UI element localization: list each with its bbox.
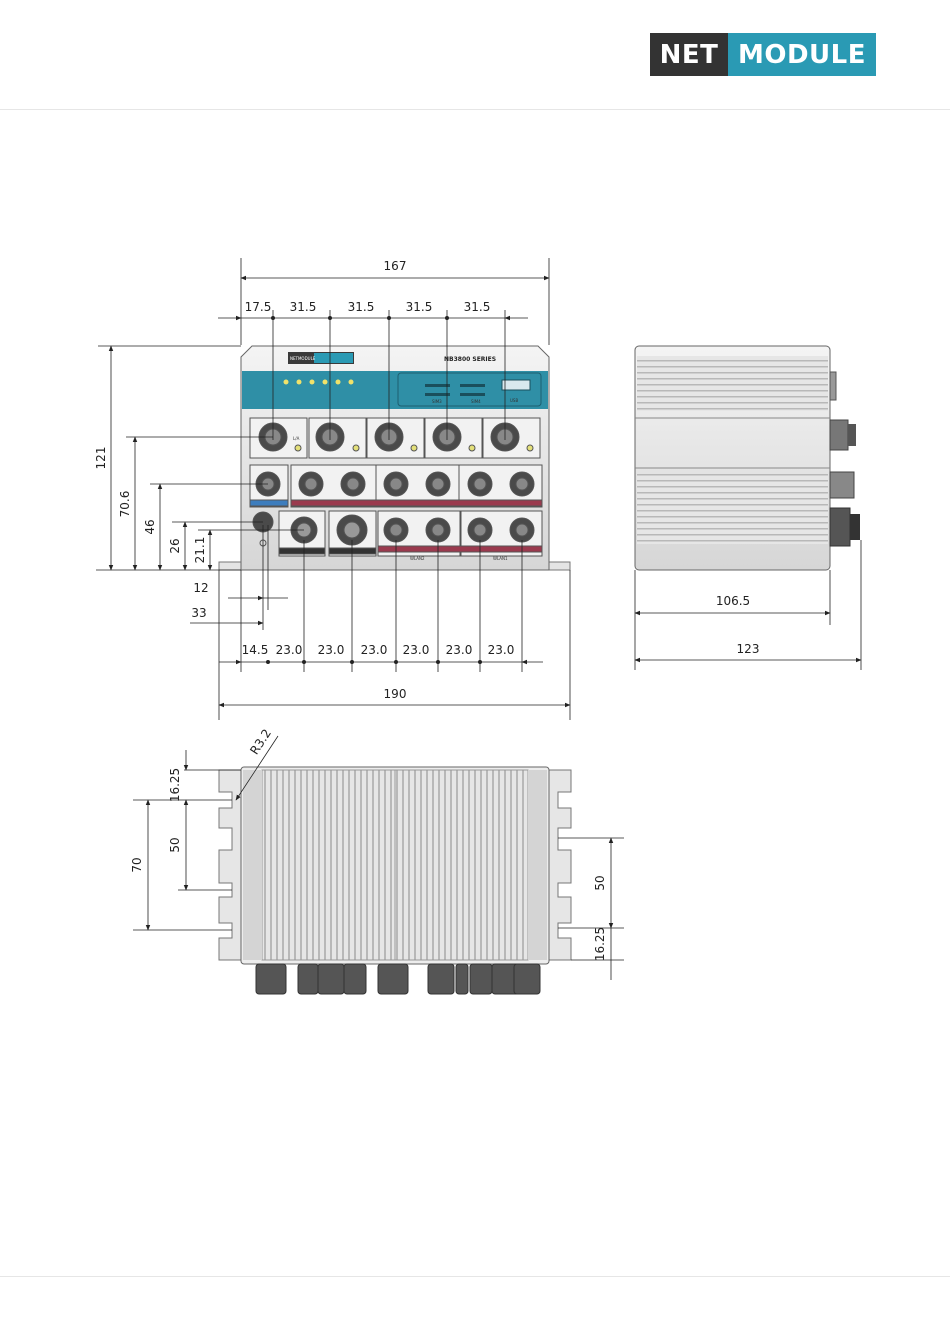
dim-radius: R3.2: [247, 727, 274, 758]
dim-depth-overall: 123: [737, 642, 760, 656]
dim-top-left-mid: 50: [168, 837, 182, 852]
side-connector-1: [830, 420, 848, 450]
front-view: SIM3 SIM4 USB NETMODULE NB3800 SERIES L/…: [219, 346, 570, 570]
dim-width-overall: 167: [384, 259, 407, 273]
la-label: L/A: [293, 436, 300, 441]
series-label: NB3800 SERIES: [444, 356, 496, 363]
dim-top-left-top: 16.25: [168, 768, 182, 802]
usb-label: USB: [510, 398, 518, 403]
dim-height-row3: 26: [168, 538, 182, 553]
dim-depth: 106.5: [716, 594, 750, 608]
dim-offset-first: 17.5: [245, 300, 272, 314]
side-connector-2: [830, 472, 854, 498]
dim-base-spacing-4: 23.0: [403, 643, 430, 657]
dim-height-row1: 70.6: [118, 491, 132, 518]
side-connector-3: [830, 508, 850, 546]
dim-left-12: 12: [193, 581, 208, 595]
dim-base-overall: 190: [384, 687, 407, 701]
sim3-label: SIM3: [432, 399, 442, 404]
wlan1-label: WLAN1: [493, 556, 508, 561]
dim-base-spacing-5: 23.0: [446, 643, 473, 657]
top-view-connectors: [256, 964, 540, 994]
dim-spacing-1: 31.5: [290, 300, 317, 314]
panel-logo-text: NETMODULE: [290, 356, 316, 361]
top-view: [219, 767, 571, 994]
wlan2-label: WLAN2: [410, 556, 425, 561]
dim-base-spacing-1: 23.0: [276, 643, 303, 657]
dim-base-first: 14.5: [242, 643, 269, 657]
row2-connectors: [250, 465, 542, 507]
dim-base-spacing-3: 23.0: [361, 643, 388, 657]
dim-top-right-bottom: 16.25: [593, 927, 607, 961]
dim-height-row2: 46: [143, 519, 157, 534]
dim-spacing-2: 31.5: [348, 300, 375, 314]
dim-top-right-mid: 50: [593, 875, 607, 890]
sim4-label: SIM4: [471, 399, 481, 404]
dim-base-spacing-2: 23.0: [318, 643, 345, 657]
row3-connectors: [253, 511, 542, 556]
usb-port: [502, 380, 530, 390]
dim-height-overall: 121: [94, 447, 108, 470]
dim-left-33: 33: [191, 606, 206, 620]
dim-height-row4: 21.1: [193, 537, 207, 564]
dim-top-left-total: 70: [130, 857, 144, 872]
side-view: [635, 346, 860, 570]
dim-spacing-4: 31.5: [464, 300, 491, 314]
dim-base-spacing-6: 23.0: [488, 643, 515, 657]
dim-spacing-3: 31.5: [406, 300, 433, 314]
